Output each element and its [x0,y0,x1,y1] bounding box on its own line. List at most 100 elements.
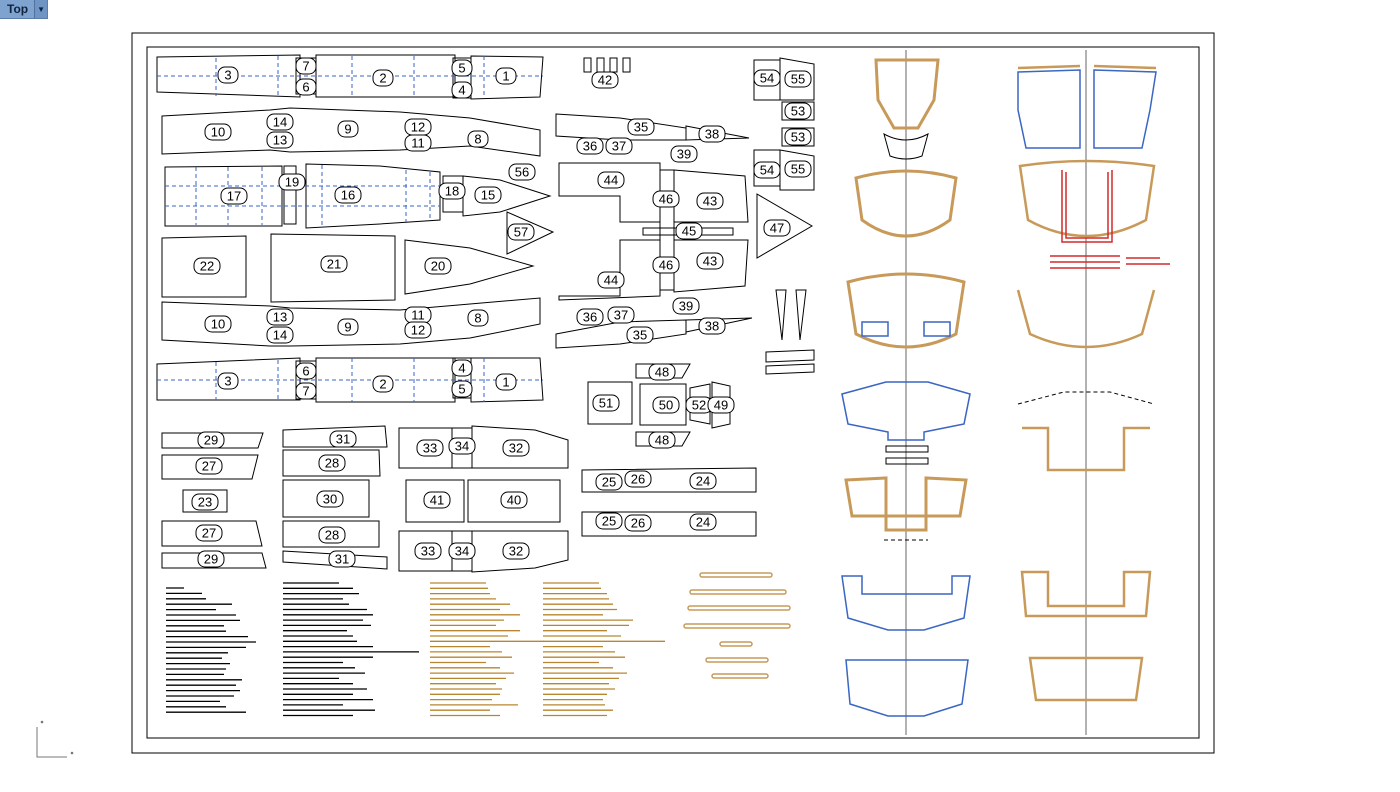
label-bubble [404,321,432,339]
part-number-label: 53 [791,104,805,119]
label-bubble [195,524,223,542]
label-bubble [508,163,536,181]
part-number-label: 32 [509,544,523,559]
label-bubble [753,69,781,87]
viewport-tab-top[interactable]: Top ▼ [0,0,49,19]
part-number-label: 44 [604,273,618,288]
label-bubble [195,457,223,475]
label-bubble [266,131,294,149]
part-30 [282,479,370,518]
part-number-label: 33 [421,544,435,559]
part-number-label: 51 [599,396,613,411]
part-number-label: 24 [696,474,710,489]
label-bubble [597,271,625,289]
part-number-label: 10 [211,125,225,140]
label-bubble [502,542,530,560]
label-bubble [592,394,620,412]
part-44 [558,162,661,223]
part-number-label: 39 [677,147,691,162]
label-bubble [689,472,717,490]
label-bubble [217,372,239,390]
label-bubble [597,171,625,189]
panel-22 [161,235,247,298]
part-number-label: 34 [455,544,469,559]
part-number-label: 6 [302,80,309,95]
label-bubble [595,512,623,530]
label-bubble [328,550,356,568]
part-number-label: 46 [659,192,673,207]
part-24 [581,467,757,493]
part-number-label: 8 [474,132,481,147]
section-views [841,50,1170,735]
panel-15 [462,175,552,217]
label-bubble [423,491,451,509]
part-41 [405,479,465,523]
part-number-label: 43 [703,254,717,269]
part-number-label: 34 [455,439,469,454]
label-bubble [648,363,676,381]
part-number-label: 36 [583,139,597,154]
label-bubble [448,542,476,560]
label-bubble [507,223,535,241]
part-40 [467,479,561,523]
label-bubble [204,123,232,141]
label-bubble [337,318,359,336]
label-bubble [372,375,394,393]
label-bubble [467,309,489,327]
part-number-label: 47 [770,221,784,236]
dropdown-arrow-icon[interactable]: ▼ [34,0,48,18]
label-bubble [607,306,635,324]
label-bubble [467,130,489,148]
part-mast-pieces [775,289,807,341]
part-53 [781,101,815,121]
part-number-label: 32 [509,441,523,456]
part-55-b [779,149,815,191]
label-bubble [372,69,394,87]
label-bubble [627,118,655,136]
label-bubble [624,470,652,488]
panel-16 [305,163,441,229]
label-bubble [266,326,294,344]
part-number-label: 54 [760,163,774,178]
part-29 [161,432,264,449]
part-number-label: 45 [682,224,696,239]
label-bubble [670,145,698,163]
part-number-label: 9 [344,320,351,335]
label-bubble [784,128,812,146]
part-number-label: 6 [302,364,309,379]
part-number-label: 56 [515,165,529,180]
part-55 [779,57,815,101]
panel-10-8 [161,107,541,157]
part-number-label: 38 [705,127,719,142]
label-bubble [438,182,466,200]
label-bubble [318,454,346,472]
label-bubble [576,308,604,326]
part-number-label: 17 [227,189,241,204]
label-bubble [626,326,654,344]
part-number-label: 12 [411,323,425,338]
part-number-label: 55 [791,162,805,177]
sheet-inner-border [146,46,1200,739]
part-number-label: 1 [502,375,509,390]
label-bubble [591,71,619,89]
part-number-label: 31 [336,432,350,447]
part-number-label: 46 [659,258,673,273]
part-number-label: 4 [458,83,465,98]
label-bubble [698,125,726,143]
part-number-label: 15 [481,188,495,203]
label-bubble [784,160,812,178]
part-number-label: 35 [633,328,647,343]
part-27-b [161,520,263,547]
label-bubble [648,431,676,449]
part-number-label: 16 [341,188,355,203]
part-number-label: 7 [302,59,309,74]
part-number-label: 43 [703,194,717,209]
part-number-label: 44 [604,173,618,188]
label-bubble [266,113,294,131]
label-bubble [337,120,359,138]
panel-20 [404,239,535,295]
label-bubble [495,373,517,391]
label-bubble [576,137,604,155]
part-number-label: 10 [211,317,225,332]
